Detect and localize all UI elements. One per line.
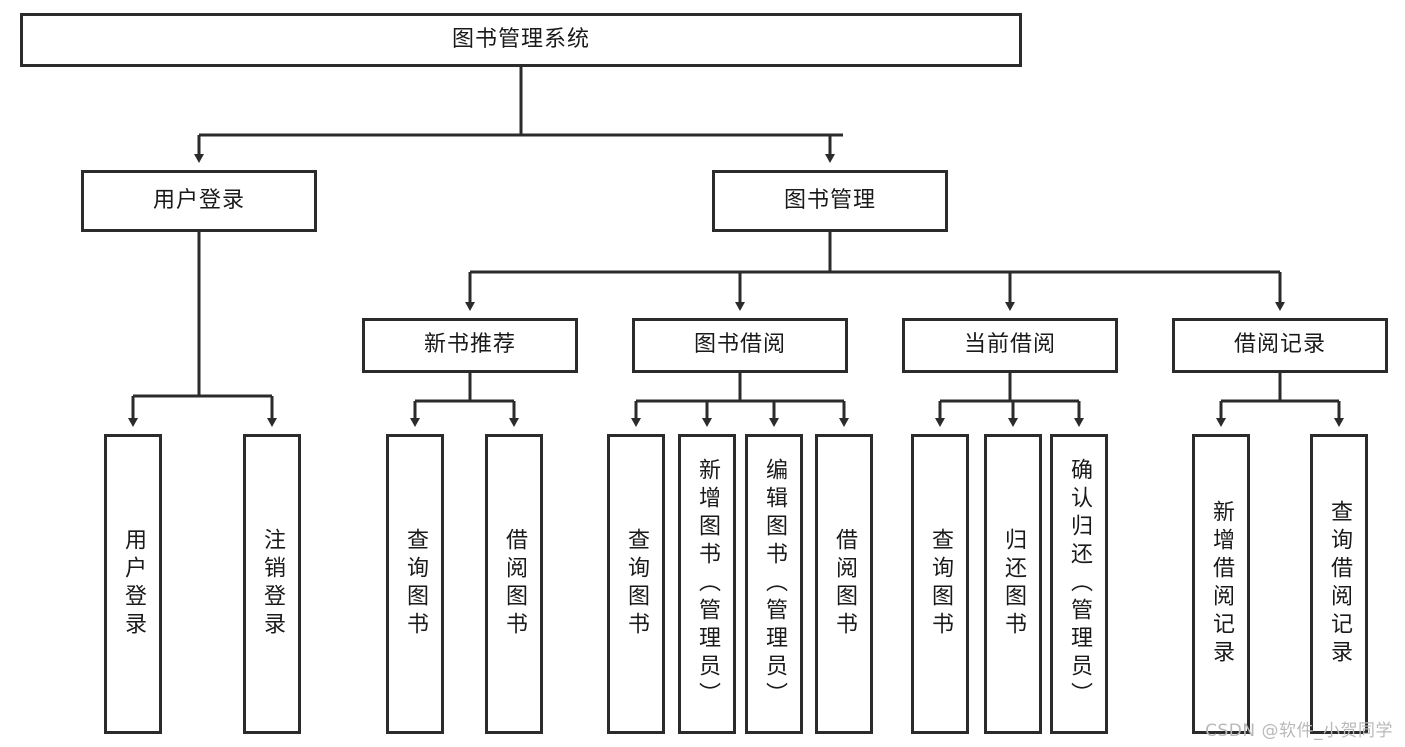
node-user-login-label: 用户登录 <box>152 187 245 213</box>
leaf-add-book-admin[interactable]: 新增图书（管理员） <box>678 434 736 734</box>
node-current-borrow-label: 当前借阅 <box>963 332 1056 358</box>
node-root-label: 图书管理系统 <box>451 26 590 52</box>
leaf-user-login[interactable]: 用户登录 <box>104 434 162 734</box>
leaf-borrow-book-recommend-label: 借阅图书 <box>502 528 527 640</box>
leaf-edit-book-admin[interactable]: 编辑图书（管理员） <box>745 434 803 734</box>
node-book-borrow-label: 图书借阅 <box>693 332 786 358</box>
leaf-query-book-borrow[interactable]: 查询图书 <box>607 434 665 734</box>
leaf-add-borrow-record-label: 新增借阅记录 <box>1209 500 1234 668</box>
node-new-book-recommend[interactable]: 新书推荐 <box>362 318 578 373</box>
node-user-login[interactable]: 用户登录 <box>81 170 317 232</box>
node-borrow-record[interactable]: 借阅记录 <box>1172 318 1388 373</box>
leaf-logout[interactable]: 注销登录 <box>243 434 301 734</box>
leaf-confirm-return-admin-label: 确认归还（管理员） <box>1067 458 1092 710</box>
node-book-management[interactable]: 图书管理 <box>712 170 948 232</box>
leaf-edit-book-admin-label: 编辑图书（管理员） <box>762 458 787 710</box>
node-current-borrow[interactable]: 当前借阅 <box>902 318 1118 373</box>
leaf-query-book-current-label: 查询图书 <box>928 528 953 640</box>
leaf-query-borrow-record[interactable]: 查询借阅记录 <box>1310 434 1368 734</box>
leaf-query-borrow-record-label: 查询借阅记录 <box>1327 500 1352 668</box>
leaf-borrow-book[interactable]: 借阅图书 <box>815 434 873 734</box>
leaf-logout-label: 注销登录 <box>260 528 285 640</box>
leaf-borrow-book-label: 借阅图书 <box>832 528 857 640</box>
node-root[interactable]: 图书管理系统 <box>20 13 1022 67</box>
watermark-text: CSDN @软件_小贺同学 <box>1205 721 1393 741</box>
leaf-query-book-recommend[interactable]: 查询图书 <box>386 434 444 734</box>
leaf-return-book[interactable]: 归还图书 <box>984 434 1042 734</box>
node-book-borrow[interactable]: 图书借阅 <box>632 318 848 373</box>
leaf-query-book-borrow-label: 查询图书 <box>624 528 649 640</box>
leaf-confirm-return-admin[interactable]: 确认归还（管理员） <box>1050 434 1108 734</box>
leaf-add-borrow-record[interactable]: 新增借阅记录 <box>1192 434 1250 734</box>
leaf-add-book-admin-label: 新增图书（管理员） <box>695 458 720 710</box>
leaf-query-book-recommend-label: 查询图书 <box>403 528 428 640</box>
leaf-query-book-current[interactable]: 查询图书 <box>911 434 969 734</box>
node-book-management-label: 图书管理 <box>783 187 876 213</box>
leaf-return-book-label: 归还图书 <box>1001 528 1026 640</box>
node-new-book-recommend-label: 新书推荐 <box>423 332 516 358</box>
leaf-user-login-label: 用户登录 <box>121 528 146 640</box>
node-borrow-record-label: 借阅记录 <box>1233 332 1326 358</box>
leaf-borrow-book-recommend[interactable]: 借阅图书 <box>485 434 543 734</box>
